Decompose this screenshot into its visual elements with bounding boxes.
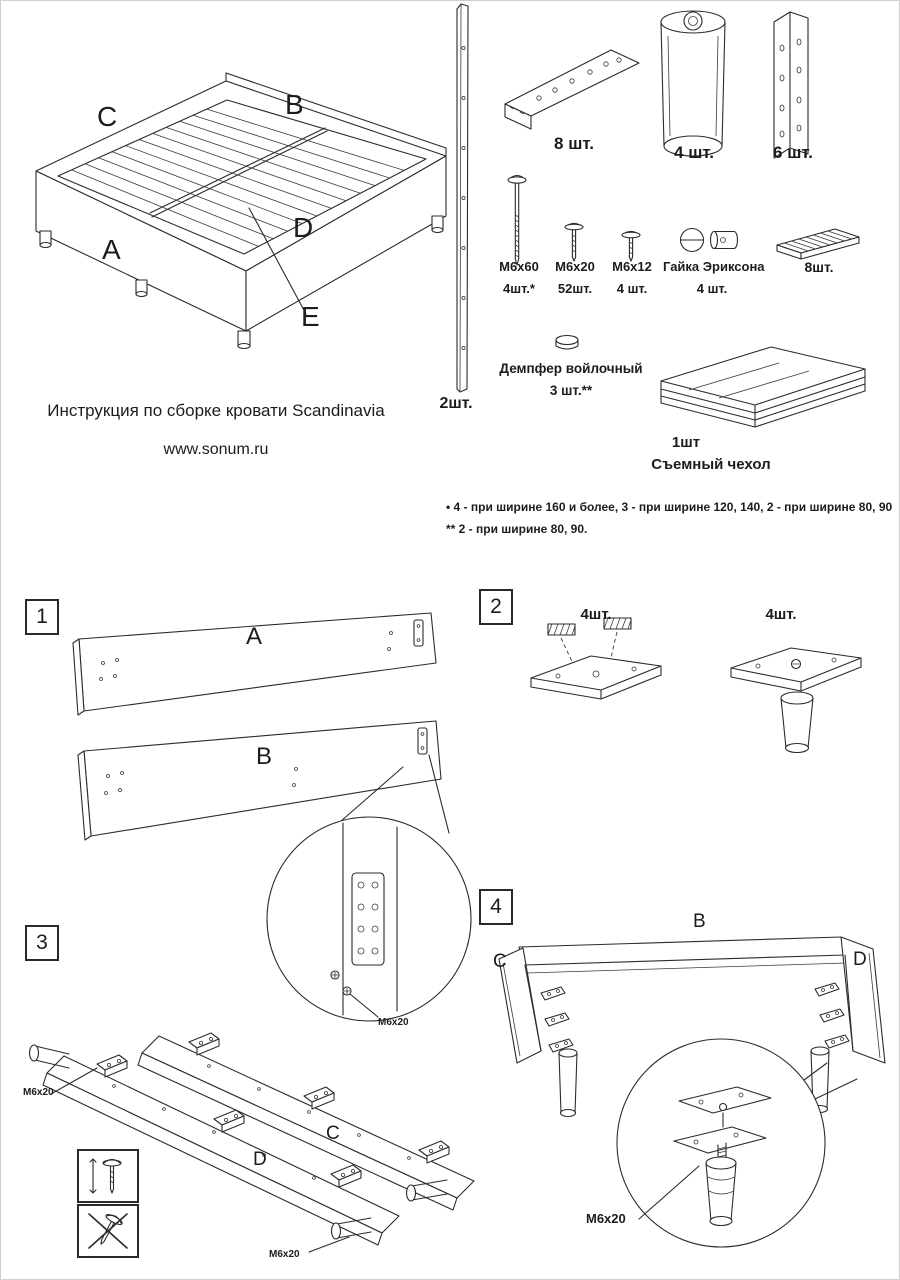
- part-angle-bracket-drawing: [773, 11, 809, 159]
- screw-usage-wrong-box: [77, 1204, 139, 1258]
- part-bolt-m6x60-name: М6х60: [499, 259, 539, 274]
- screw-wrong-icon: [88, 1213, 128, 1249]
- part-plate-drawing: [776, 228, 860, 260]
- step-3-callout-m6x20-left: М6х20: [23, 1087, 54, 1098]
- step-1-callout-m6x20: М6х20: [378, 1017, 409, 1028]
- step-3-rail-c-leg: [405, 1179, 448, 1202]
- screw-correct-icon: [89, 1158, 122, 1194]
- step-4-number-text: 4: [490, 895, 502, 918]
- part-plate-qty: 8шт.: [804, 259, 834, 275]
- step-1-callout-leader: [349, 993, 379, 1018]
- part-leg-drawing: [660, 10, 726, 157]
- step-2-number: 2: [479, 589, 513, 625]
- label-e-leader-line: [248, 207, 307, 315]
- part-erikson-nut-qty: 4 шт.: [696, 281, 728, 296]
- step-4-callout-leader: [638, 1165, 700, 1220]
- part-cover-qty: 1шт: [671, 434, 701, 451]
- part-bolt-m6x20-name: М6х20: [555, 259, 595, 274]
- part-erikson-nut-name: Гайка Эриксона: [663, 259, 765, 274]
- part-felt-damper-qty: 3 шт.**: [549, 383, 593, 398]
- step-2-bracket-with-dampers: [530, 617, 662, 700]
- part-corner-bracket-drawing: [504, 49, 640, 130]
- screw-usage-correct-box: [77, 1149, 139, 1203]
- bed-label-a: A: [102, 234, 121, 265]
- page-title: Инструкция по сборке кровати Scandinavia: [47, 401, 385, 420]
- bed-label-e: E: [301, 301, 320, 332]
- step-3-rail-d-leg-right: [330, 1217, 372, 1240]
- part-bolt-m6x12-drawing: [621, 230, 641, 262]
- step-2-number-text: 2: [490, 595, 502, 618]
- step-4-callout-m6x20: М6х20: [586, 1211, 626, 1226]
- step-1-drawing: [72, 612, 472, 1022]
- step-4-left-leg: [558, 1048, 578, 1118]
- bed-isometric-drawing: [35, 72, 447, 350]
- step-4-corner-detail: [673, 1086, 772, 1227]
- step-3-number-text: 3: [36, 931, 48, 954]
- step-3-drawing: [28, 1032, 475, 1253]
- website-url: www.sonum.ru: [163, 441, 269, 458]
- part-erikson-nut-drawing: [679, 227, 739, 253]
- step-2-qty-right: 4шт.: [765, 606, 797, 623]
- part-felt-damper-name: Демпфер войлочный: [499, 361, 643, 376]
- part-bolt-m6x12-name: М6х12: [612, 259, 652, 274]
- step-3-label-c: C: [326, 1123, 340, 1144]
- part-rail-qty: 2шт.: [439, 395, 473, 412]
- step-2-qty-left: 4шт.: [580, 606, 612, 623]
- part-bolt-m6x20-drawing: [564, 222, 584, 262]
- bed-label-b: B: [285, 89, 304, 120]
- part-bolt-m6x60-qty: 4шт.*: [503, 281, 535, 296]
- step-4-number: 4: [479, 889, 513, 925]
- step-1-screws-detail: [330, 970, 352, 996]
- step-4-label-c: C: [493, 951, 507, 972]
- step-3-callout-m6x20-bottom: М6х20: [269, 1249, 300, 1260]
- step-2-drawing: [530, 617, 862, 754]
- step-3-callout-bottom-leader: [308, 1236, 350, 1253]
- panel-b-hinge: [417, 727, 428, 755]
- footnote-width-bolts: • 4 - при ширине 160 и более, 3 - при ши…: [446, 500, 893, 514]
- part-leg-qty: 4 шт.: [674, 143, 714, 162]
- bed-label-c: C: [97, 101, 118, 132]
- part-cover-name: Съемный чехол: [651, 456, 771, 473]
- part-bolt-m6x60-drawing: [507, 174, 527, 266]
- step-4-label-b: B: [693, 911, 706, 932]
- step-4-label-d: D: [853, 949, 867, 970]
- step-1-label-b: B: [256, 743, 273, 770]
- part-felt-damper-drawing: [555, 334, 579, 350]
- step-1-label-a: A: [246, 623, 263, 650]
- bed-legs: [39, 215, 444, 350]
- step-4-drawing: [498, 936, 886, 1248]
- step-3-rail-d-leg-left: [28, 1044, 70, 1069]
- footnote-width-dampers: ** 2 - при ширине 80, 90.: [446, 522, 588, 536]
- step-1-number: 1: [25, 599, 59, 635]
- part-bolt-m6x20-qty: 52шт.: [557, 281, 593, 296]
- step-1-hinge-plate-detail: [351, 872, 385, 966]
- part-rail-drawing: [456, 3, 469, 393]
- step-3-number: 3: [25, 925, 59, 961]
- part-bolt-m6x12-qty: 4 шт.: [616, 281, 648, 296]
- part-cover-drawing: [660, 346, 866, 428]
- step-1-number-text: 1: [36, 605, 48, 628]
- bed-label-d: D: [293, 212, 314, 243]
- step-3-callout-left-leader: [50, 1067, 98, 1095]
- part-corner-bracket-qty: 8 шт.: [554, 134, 594, 153]
- step-2-bracket-with-leg: [730, 647, 862, 754]
- panel-a-hinge: [413, 619, 424, 647]
- step-3-label-d: D: [253, 1149, 267, 1170]
- part-angle-bracket-qty: 6 шт.: [773, 143, 813, 162]
